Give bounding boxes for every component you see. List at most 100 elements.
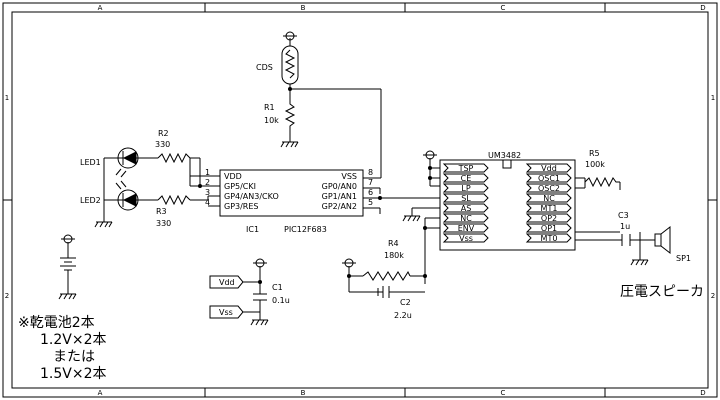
speaker-note: 圧電スピーカ (620, 284, 704, 300)
ic2-right-pin-label: OSC2 (538, 184, 560, 193)
ic1-pin-name-gp5: GP5/CKI (224, 182, 256, 191)
ic2-left-pin-box (442, 233, 489, 243)
ic1-pin-num-4: 4 (205, 198, 210, 207)
ic2-left-pin-box (442, 223, 489, 233)
ic2-right-pin-box (525, 193, 572, 203)
battery-note-line-2: 1.2V×2本 (40, 332, 106, 348)
ic1-pin-num-8: 8 (368, 168, 373, 177)
vss-flag-label: Vss (219, 308, 233, 317)
led1-symbol (112, 147, 143, 178)
battery-note-line-4: 1.5V×2本 (40, 366, 106, 382)
capacitor-c2 (374, 286, 395, 298)
ic2-left-pin-label: TSP (458, 164, 474, 173)
ic1-pin-name-gp4: GP4/AN3/CKO (224, 192, 279, 201)
battery-note-line-1: ※乾電池2本 (18, 315, 95, 331)
power-terminals (61, 31, 437, 268)
ground-symbols (58, 141, 649, 326)
junction-dots (198, 87, 432, 284)
c2-value: 2.2u (394, 311, 412, 320)
c3-value: 1u (620, 222, 630, 231)
ground-leds (94, 221, 113, 228)
ground-c1 (250, 319, 269, 326)
ic2-left-pin-box (442, 203, 489, 213)
ground-um3482 (402, 215, 421, 222)
r3-ref: R3 (156, 207, 167, 216)
ic2-right-pin-label: OP1 (541, 224, 557, 233)
ic2-right-pin-label: Vdd (541, 164, 557, 173)
ground-r1 (280, 141, 299, 148)
frame-row-2-left: 2 (5, 292, 9, 300)
frame-col-d-top: D (700, 4, 705, 12)
frame-col-c-top: C (501, 4, 506, 12)
ic2-left-pin-box (442, 163, 489, 173)
c3-ref: C3 (618, 211, 629, 220)
ic2-right-pin-label: OSC1 (538, 174, 560, 183)
r4-ref: R4 (388, 239, 399, 248)
ic1-pin-num-1: 1 (205, 168, 210, 177)
cds-label: CDS (256, 63, 273, 72)
led2-symbol (112, 180, 143, 211)
ic1-pin-name-vdd: VDD (224, 172, 242, 181)
ic2-right-pin-box (525, 183, 572, 193)
r2-value: 330 (155, 140, 170, 149)
battery-note-line-3: または (53, 349, 95, 365)
ic2-left-pin-label: Vss (459, 234, 473, 243)
led2-label: LED2 (80, 196, 101, 205)
capacitor-c1 (253, 293, 267, 301)
cds-photoresistor (281, 45, 299, 85)
ic2-right-pin-label: NC (543, 194, 555, 203)
ic2-left-pin-box (442, 213, 489, 223)
r1-value: 10k (264, 116, 279, 125)
ic2-right-pin-box (525, 173, 572, 183)
ic2-right-pin-box (525, 223, 572, 233)
ic2-left-pin-label: NC (460, 214, 472, 223)
ground-battery (58, 293, 77, 300)
wires (67, 38, 655, 320)
vdd-flag (209, 275, 244, 289)
resistor-r1 (284, 101, 296, 128)
ic2-right-pin-label: MT0 (541, 234, 558, 243)
ic2-left-pin-label: ENV (458, 224, 475, 233)
ic1-pin-name-gp0: GP0/AN0 (322, 182, 357, 191)
ic1-pin-num-5: 5 (368, 198, 373, 207)
ic2-right-pin-box (525, 203, 572, 213)
ic1-pin-num-6: 6 (368, 188, 373, 197)
ic2-right-pin-box (525, 233, 572, 243)
r1-ref: R1 (264, 103, 275, 112)
ic1-part: PIC12F683 (284, 225, 327, 234)
ic2-right-pin-box (525, 163, 572, 173)
frame-col-b-bottom: B (301, 389, 306, 397)
frame-col-a-bottom: A (98, 389, 103, 397)
ic1-ref: IC1 (246, 225, 259, 234)
ground-speaker (630, 256, 649, 266)
ic1-pin-name-gp3: GP3/RES (224, 202, 259, 211)
ic2-left-pin-label: LP (461, 184, 470, 193)
ic1-body (219, 169, 364, 217)
resistor-r5 (584, 176, 620, 188)
frame-row-1-right: 1 (711, 94, 715, 102)
vdd-flag-label: Vdd (219, 278, 235, 287)
ic2-left-pin-box (442, 183, 489, 193)
ic2-left-pin-box (442, 193, 489, 203)
c1-value: 0.1u (272, 296, 290, 305)
c1-ref: C1 (272, 283, 283, 292)
frame-row-1-left: 1 (5, 94, 9, 102)
ic1-pin-name-gp1: GP1/AN1 (322, 192, 357, 201)
ic2-left-pin-label: AS (461, 204, 472, 213)
vss-flag (209, 305, 244, 319)
r5-value: 100k (585, 160, 605, 169)
resistor-r3 (157, 194, 191, 206)
ic2-right-pin-label: MT1 (541, 204, 558, 213)
piezo-speaker (654, 225, 671, 255)
ic2-left-pin-box (442, 173, 489, 183)
frame-row-2-right: 2 (711, 292, 715, 300)
r2-ref: R2 (158, 129, 169, 138)
ic1-pin-num-3: 3 (205, 188, 210, 197)
r3-value: 330 (156, 219, 171, 228)
ic2-right-pin-box (525, 213, 572, 223)
frame-col-d-bottom: D (700, 389, 705, 397)
